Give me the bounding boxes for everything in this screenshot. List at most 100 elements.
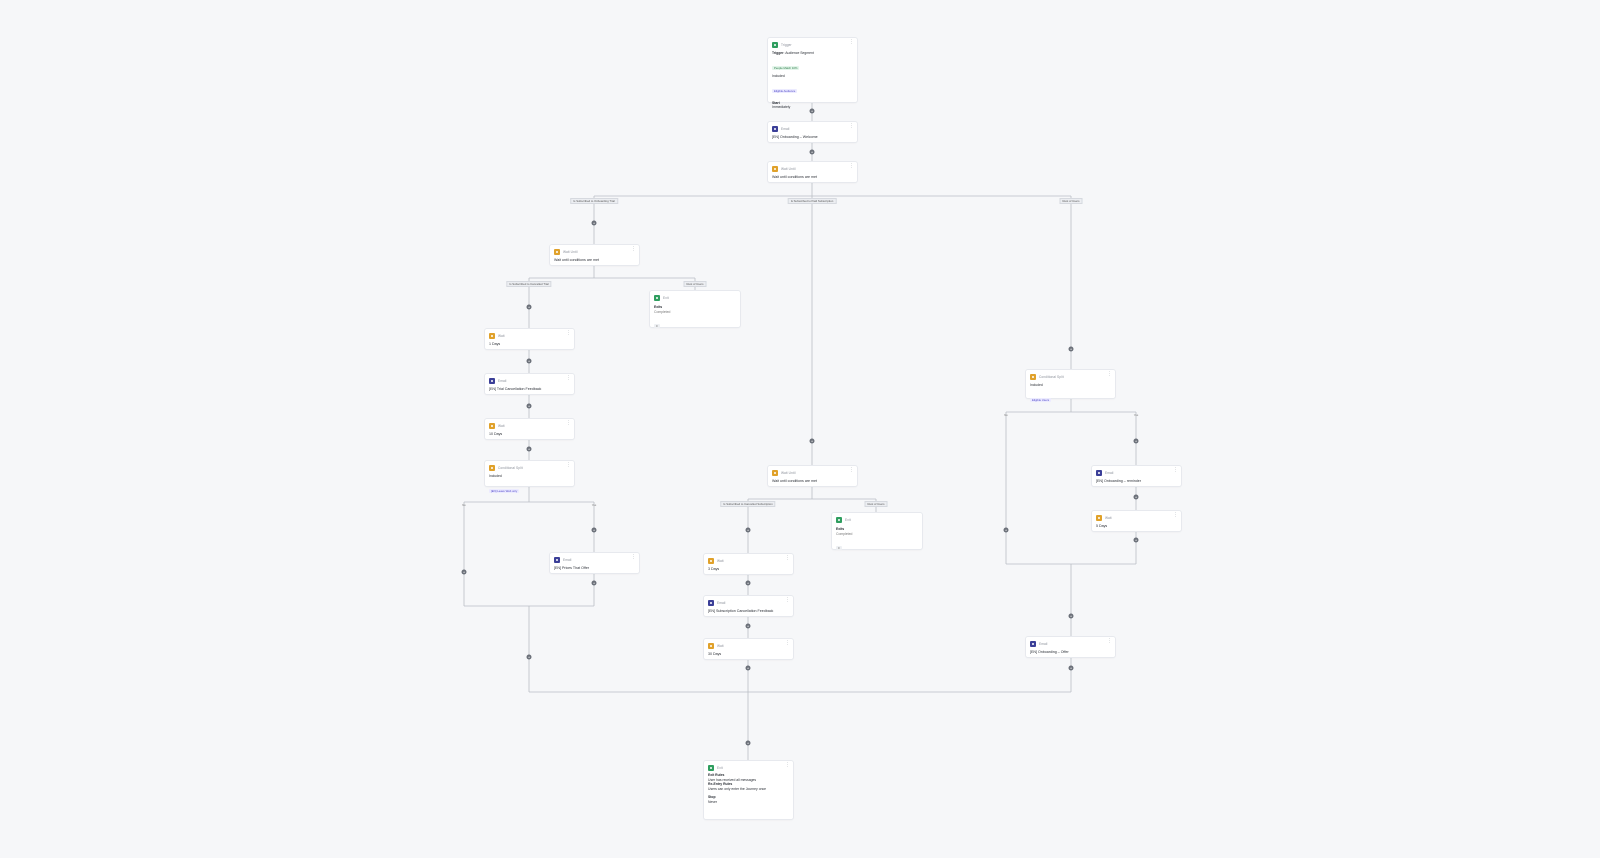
add-step-plus-icon[interactable]: + [1068,665,1074,671]
node-type: Trigger [781,42,792,47]
wait-node[interactable]: Wait ⋮ 1 Days [485,329,574,349]
start-value: Immediately [772,105,791,110]
email-node-offer[interactable]: Email ⋮ [EN] Prices That Offer [550,553,639,573]
node-menu-icon[interactable]: ⋮ [631,246,636,252]
trigger-icon [772,41,778,48]
node-menu-icon[interactable]: ⋮ [785,762,790,768]
condition-label: Included [1030,383,1043,387]
wait-until-node[interactable]: Wait Until ⋮ Wait until conditions are m… [550,245,639,265]
add-step-plus-icon[interactable]: + [745,580,751,586]
email-node-trial-cancel[interactable]: Email ⋮ [EN] Trial Cancellation Feedback [485,374,574,394]
node-type: Conditional Split [498,465,523,470]
branch-label-rest-of-users[interactable]: Rest of Users [864,501,888,507]
node-text: [EN] Onboarding – Welcome [772,135,818,139]
add-step-plus-icon[interactable]: + [745,527,751,533]
node-type: Email [498,378,507,383]
add-step-plus-icon[interactable]: + [591,580,597,586]
add-step-plus-icon[interactable]: + [526,446,532,452]
add-step-plus-icon[interactable]: + [1133,494,1139,500]
clock-icon [772,165,778,172]
node-text: Wait until conditions are met [772,175,818,179]
node-menu-icon[interactable]: ⋮ [1107,371,1112,377]
email-node-reminder[interactable]: Email ⋮ [EN] Onboarding – reminder [1092,466,1181,486]
clock-icon [554,248,560,255]
node-menu-icon[interactable]: ⋮ [1173,512,1178,518]
node-menu-icon[interactable]: ⋮ [566,420,571,426]
add-step-plus-icon[interactable]: + [745,740,751,746]
email-node-offer[interactable]: Email ⋮ [EN] Onboarding – Offer [1026,637,1115,657]
node-menu-icon[interactable]: ⋮ [785,597,790,603]
branch-label-paid-subscription[interactable]: Is Subscribed to Paid Subscription [787,198,837,204]
conditional-split-node[interactable]: Conditional Split ⋮ Included [EN] Leave … [485,461,574,493]
email-icon [489,377,495,384]
add-step-plus-icon[interactable]: + [809,108,815,114]
add-step-plus-icon[interactable]: + [526,403,532,409]
add-step-plus-icon[interactable]: + [526,358,532,364]
node-menu-icon[interactable]: ⋮ [785,555,790,561]
wait-node[interactable]: Wait ⋮ 3 Days [704,554,793,574]
node-menu-icon[interactable]: ⋮ [631,554,636,560]
email-icon [554,556,560,563]
node-menu-icon[interactable]: ⋮ [1173,467,1178,473]
add-step-plus-icon[interactable]: + [1003,527,1009,533]
branch-label-rest-of-users[interactable]: Rest of Users [683,281,707,287]
reentry-rules-value: Users can only enter the Journey once [708,786,767,791]
node-menu-icon[interactable]: ⋮ [785,640,790,646]
branch-label-cancelled-trial[interactable]: Is Subscribed to Cancelled Trial [506,281,552,287]
wait-node[interactable]: Wait ⋮ 30 Days [704,639,793,659]
wait-until-node[interactable]: Wait Until ⋮ Wait until conditions are m… [768,466,857,486]
split-icon [489,464,495,471]
email-node-subscription-cancel[interactable]: Email ⋮ [EN] Subscription Cancellation F… [704,596,793,616]
add-step-plus-icon[interactable]: + [526,654,532,660]
add-step-plus-icon[interactable]: + [745,665,751,671]
exit-node[interactable]: Exit Exits Completed 0 [832,513,922,551]
node-text: 10 Days [489,432,503,436]
node-menu-icon[interactable]: ⋮ [849,123,854,129]
node-type: Email [563,557,572,562]
add-step-plus-icon[interactable]: + [591,527,597,533]
branch-label-cancelled-subscription[interactable]: Is Subscribed to Cancelled Subscription [720,501,776,507]
clock-icon [708,557,714,564]
node-menu-icon[interactable]: ⋮ [566,330,571,336]
node-menu-icon[interactable]: ⋮ [566,462,571,468]
add-step-plus-icon[interactable]: + [461,569,467,575]
add-step-plus-icon[interactable]: + [745,623,751,629]
exit-node[interactable]: Exit Exits Completed 0 [650,291,740,329]
included-chip: Eligible Audience [772,88,798,93]
add-step-plus-icon[interactable]: + [591,220,597,226]
node-text: [EN] Onboarding – reminder [1096,479,1141,483]
node-type: Wait Until [563,249,578,254]
clock-icon [489,332,495,339]
email-node-welcome[interactable]: Email ⋮ [EN] Onboarding – Welcome [768,122,857,142]
branch-label-rest-of-users[interactable]: Rest of Users [1059,198,1083,204]
add-step-plus-icon[interactable]: + [526,304,532,310]
node-menu-icon[interactable]: ⋮ [849,163,854,169]
wait-node[interactable]: Wait ⋮ 5 Days [1092,511,1181,531]
node-menu-icon[interactable]: ⋮ [1107,638,1112,644]
add-step-plus-icon[interactable]: + [1068,613,1074,619]
trigger-value: Audience Segment [785,51,814,55]
add-step-plus-icon[interactable]: + [1133,537,1139,543]
exit-count: 0 [654,324,660,329]
add-step-plus-icon[interactable]: + [809,149,815,155]
add-step-plus-icon[interactable]: + [809,438,815,444]
node-type: Email [781,126,790,131]
add-step-plus-icon[interactable]: + [1133,438,1139,444]
node-menu-icon[interactable]: ⋮ [566,375,571,381]
node-menu-icon[interactable]: ⋮ [849,39,854,45]
wait-until-node[interactable]: Wait Until ⋮ Wait until conditions are m… [768,162,857,182]
node-type: Exit [845,517,851,522]
wait-node[interactable]: Wait ⋮ 10 Days [485,419,574,439]
branch-label-onboarding-trial[interactable]: Is Subscribed to Onboarding Trial [570,198,618,204]
node-type: Wait [717,558,724,563]
exit-node-final[interactable]: Exit ⋮ Exit Rules User has received all … [704,761,793,819]
add-step-plus-icon[interactable]: + [1068,346,1074,352]
exit-label: Exits [836,527,845,531]
node-type: Wait [1105,515,1112,520]
trigger-node[interactable]: Trigger ⋮ Trigger: Audience Segment Peop… [768,38,857,109]
node-text: 30 Days [708,652,722,656]
conditional-split-node[interactable]: Conditional Split ⋮ Included Eligible Us… [1026,370,1115,402]
node-menu-icon[interactable]: ⋮ [849,467,854,473]
clock-icon [708,642,714,649]
